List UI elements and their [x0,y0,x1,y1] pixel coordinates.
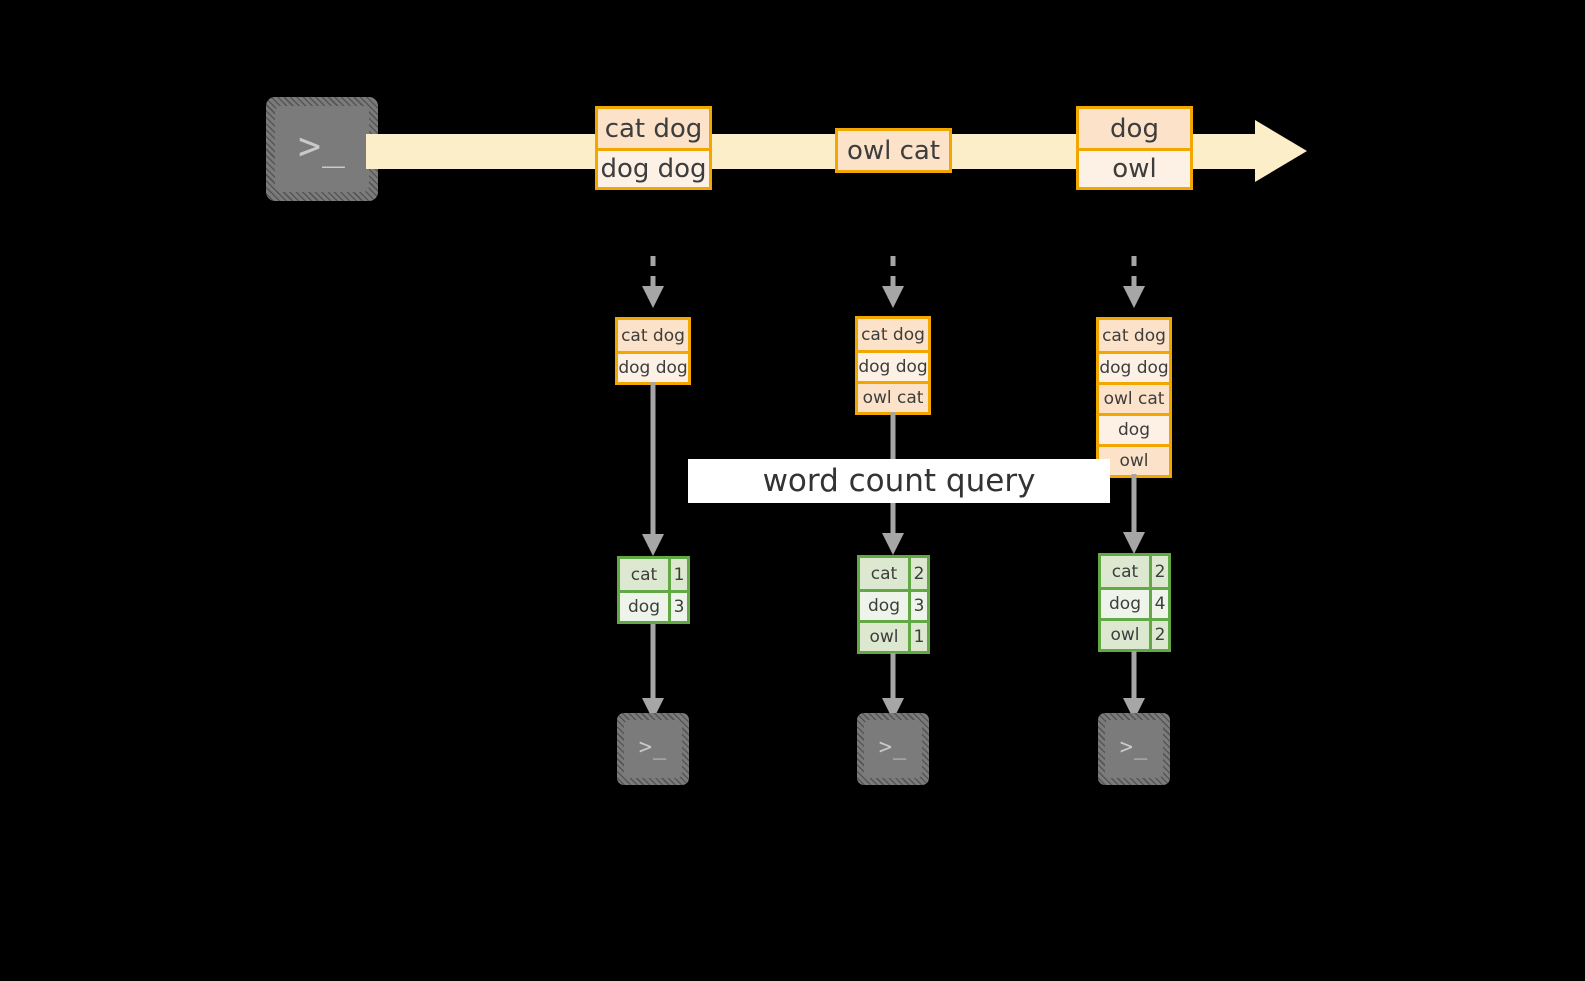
dashed-arrow-head-1 [642,286,664,308]
record-line: dog dog [858,350,928,381]
record-line: dog [1099,413,1169,444]
stage-2-sink-arrow-stem [890,653,896,698]
stage-3-result-table: cat 2 dog 4 owl 2 [1098,553,1171,652]
terminal-prompt-glyph: >_ [298,124,346,168]
record-line: owl [1099,444,1169,475]
record-line: dog dog [618,351,688,382]
count-cell: 2 [908,558,927,589]
terminal-screen [275,106,369,192]
timeline-event-3: dog owl [1076,106,1193,190]
stage-1-sink-terminal-icon: >_ [617,713,689,785]
stage-2-input-box: cat dog dog dog owl cat [855,316,931,415]
record-line: cat dog [618,320,688,351]
stage-3-input-box: cat dog dog dog owl cat dog owl [1096,317,1172,478]
record-line: dog [1079,109,1190,148]
word-cell: owl [860,623,908,651]
stage-3-query-arrow-stem [1131,474,1137,532]
word-cell: cat [1101,556,1149,587]
terminal-screen [864,720,922,778]
record-line: cat dog [858,319,928,350]
word-cell: cat [620,559,668,590]
record-line: cat dog [1099,320,1169,351]
terminal-screen [624,720,682,778]
word-cell: dog [1101,590,1149,618]
query-label: word count query [688,459,1110,503]
word-cell: cat [860,558,908,589]
stage-1-query-arrow-stem [650,382,656,534]
record-line: dog dog [598,148,709,187]
record-line: cat dog [598,109,709,148]
terminal-prompt-glyph: >_ [638,735,668,760]
stage-3-query-arrow-head [1123,532,1145,554]
terminal-prompt-glyph: >_ [878,735,908,760]
record-line: owl cat [838,131,949,170]
stage-2-query-arrow-head [882,533,904,555]
word-cell: dog [620,593,668,621]
table-row: cat 2 [860,558,927,589]
stage-3-sink-terminal-icon: >_ [1098,713,1170,785]
timeline-event-1: cat dog dog dog [595,106,712,190]
table-row: dog 3 [620,590,687,621]
table-row: owl 2 [1101,618,1168,649]
table-row: dog 4 [1101,587,1168,618]
terminal-prompt-glyph: >_ [1119,735,1149,760]
record-line: owl [1079,148,1190,187]
count-cell: 1 [908,623,927,651]
word-cell: dog [860,592,908,620]
count-cell: 3 [908,592,927,620]
stage-1-sink-arrow-stem [650,624,656,698]
count-cell: 1 [668,559,687,590]
word-cell: owl [1101,621,1149,649]
timeline-arrow-head [1255,120,1307,182]
dashed-arrow-head-2 [882,286,904,308]
record-line: owl cat [1099,382,1169,413]
stage-3-sink-arrow-stem [1131,651,1137,698]
table-row: cat 2 [1101,556,1168,587]
count-cell: 2 [1149,621,1168,649]
stage-1-result-table: cat 1 dog 3 [617,556,690,624]
timeline-event-2: owl cat [835,128,952,173]
stage-2-sink-terminal-icon: >_ [857,713,929,785]
stage-2-result-table: cat 2 dog 3 owl 1 [857,555,930,654]
count-cell: 4 [1149,590,1168,618]
stage-1-query-arrow-head [642,534,664,556]
dashed-arrow-stem-2 [890,256,896,286]
table-row: cat 1 [620,559,687,590]
table-row: dog 3 [860,589,927,620]
terminal-screen [1105,720,1163,778]
count-cell: 2 [1149,556,1168,587]
record-line: dog dog [1099,351,1169,382]
dashed-arrow-stem-1 [650,256,656,286]
dashed-arrow-stem-3 [1131,256,1137,286]
table-row: owl 1 [860,620,927,651]
count-cell: 3 [668,593,687,621]
source-terminal-icon: >_ [266,97,378,201]
dashed-arrow-head-3 [1123,286,1145,308]
record-line: owl cat [858,381,928,412]
stage-1-input-box: cat dog dog dog [615,317,691,385]
